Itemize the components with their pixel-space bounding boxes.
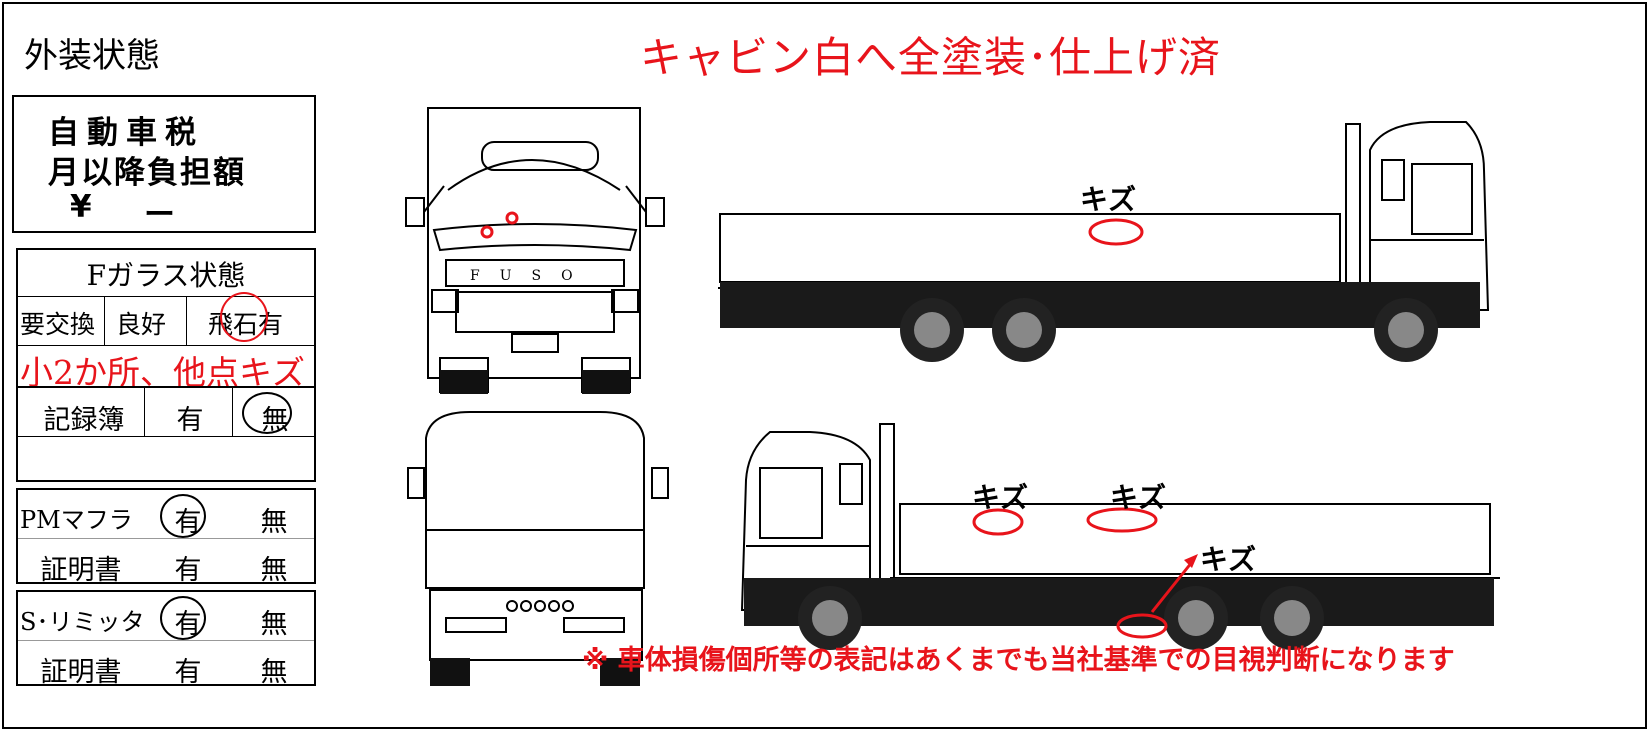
divider xyxy=(144,388,145,436)
truck-rear-view xyxy=(407,411,669,686)
records-box: 記録簿 有 無 xyxy=(16,386,316,482)
speed-limiter-box: S･リミッタ 有 無 証明書 有 無 xyxy=(16,590,316,688)
divider xyxy=(18,640,314,641)
damage-label: キズ xyxy=(1200,543,1257,576)
divider xyxy=(232,388,233,436)
truck-front-view: FUSO xyxy=(405,107,665,394)
selected-chip-circle xyxy=(220,292,268,342)
windshield-note: 小2か所、他点キズ xyxy=(20,353,305,392)
option-good: 良好 xyxy=(116,310,167,339)
damage-label: キズ xyxy=(972,481,1029,514)
paint-status-headline: キャビン白へ全塗装･仕上げ済 xyxy=(640,33,1222,82)
speed-limiter-no: 無 xyxy=(260,609,288,640)
tax-line-1: 自動車税 xyxy=(48,115,204,151)
vehicle-tax-box: 自動車税 月以降負担額 ¥ ー xyxy=(12,95,316,233)
windshield-status-header: Fガラス状態 xyxy=(86,259,246,292)
divider xyxy=(104,297,105,345)
pm-muffler-box: PMマフラ 有 無 証明書 有 無 xyxy=(16,488,316,586)
divider xyxy=(186,297,187,345)
truck-left-side-view xyxy=(740,423,1500,650)
pm-muffler-label: PMマフラ xyxy=(20,506,133,534)
option-replace: 要交換 xyxy=(20,310,96,339)
damage-label: キズ xyxy=(1110,481,1167,514)
speed-limiter-label: S･リミッタ xyxy=(20,608,145,636)
divider xyxy=(18,436,314,437)
sl-cert-label: 証明書 xyxy=(40,657,122,688)
pm-cert-label: 証明書 xyxy=(40,555,122,586)
tax-line-2: 月以降負担額 xyxy=(48,155,246,191)
damage-label: キズ xyxy=(1080,183,1137,216)
selected-no-circle xyxy=(242,392,292,434)
tax-amount: ー xyxy=(144,197,175,233)
selected-yes-circle xyxy=(160,494,206,538)
page-title: 外装状態 xyxy=(24,36,160,76)
selected-yes-circle xyxy=(160,596,206,640)
windshield-status-box: Fガラス状態 要交換 良好 飛石有 小2か所、他点キズ xyxy=(16,248,316,392)
pm-cert-no: 無 xyxy=(260,555,288,586)
truck-right-side-view xyxy=(718,121,1490,362)
records-label: 記録簿 xyxy=(43,405,125,436)
pm-cert-yes: 有 xyxy=(174,555,202,586)
windshield-options-row: 要交換 良好 飛石有 xyxy=(18,296,314,346)
pm-muffler-no: 無 xyxy=(260,507,288,538)
disclaimer-note: ※ 車体損傷個所等の表記はあくまでも当社基準での目視判断になります xyxy=(582,645,1455,676)
divider xyxy=(18,538,314,539)
svg-text:FUSO: FUSO xyxy=(470,268,593,284)
yen-sign: ¥ xyxy=(70,189,92,225)
sl-cert-yes: 有 xyxy=(174,657,202,688)
records-yes: 有 xyxy=(176,405,204,436)
sl-cert-no: 無 xyxy=(260,657,288,688)
